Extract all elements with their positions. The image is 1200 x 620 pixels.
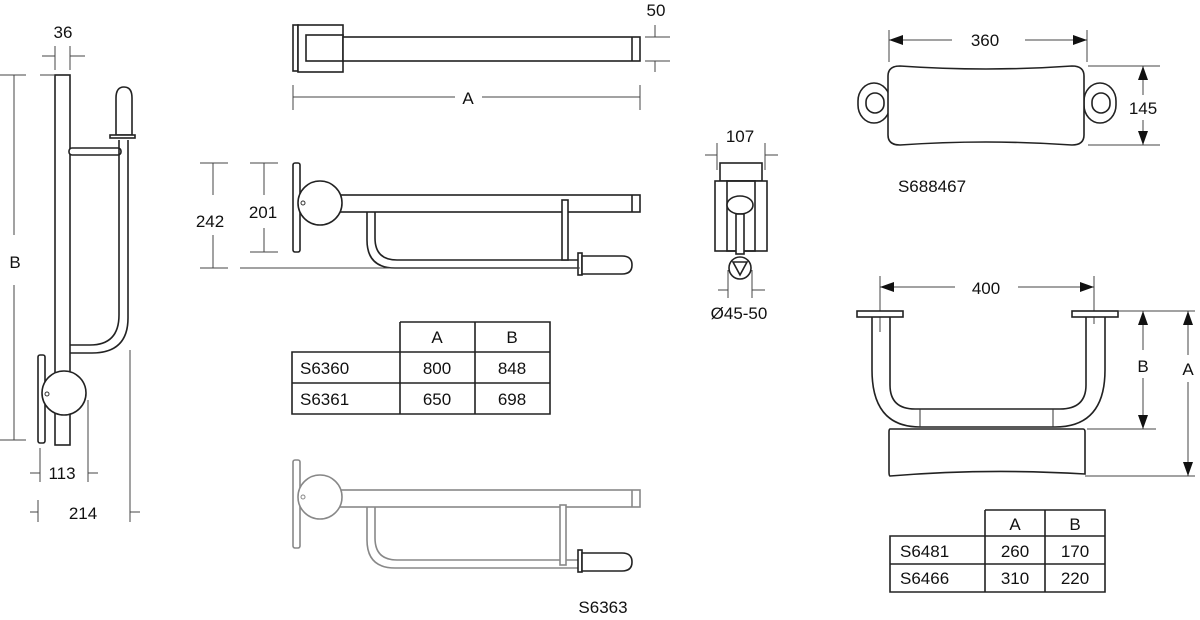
table2-row-b: 220 <box>1061 569 1089 588</box>
table1-row-model: S6361 <box>300 390 349 409</box>
dim-b-side: B <box>9 253 20 272</box>
dim-a-top: A <box>462 89 474 108</box>
dim-242: 242 <box>196 212 224 231</box>
table2-row-b: 170 <box>1061 542 1089 561</box>
u-grab-drawing <box>856 276 1195 477</box>
table1-row-a: 650 <box>423 390 451 409</box>
dim-201: 201 <box>249 203 277 222</box>
table1-header-b: B <box>506 328 517 347</box>
elevation-drawing <box>200 162 641 276</box>
table1-row-b: 698 <box>498 390 526 409</box>
dim-36: 36 <box>54 23 73 42</box>
dim-145: 145 <box>1129 99 1157 118</box>
dimension-table-s636 <box>291 321 551 415</box>
dim-400: 400 <box>972 279 1000 298</box>
dim-214: 214 <box>69 504 97 523</box>
variant-drawing <box>292 459 641 573</box>
table1-row-a: 800 <box>423 359 451 378</box>
dim-b-grab: B <box>1137 357 1148 376</box>
dim-360: 360 <box>971 31 999 50</box>
dim-diameter: Ø45-50 <box>711 304 768 323</box>
front-view-drawing <box>705 143 778 298</box>
side-view-drawing <box>0 46 140 522</box>
variant-model-label: S6363 <box>578 598 627 617</box>
table2-row-a: 260 <box>1001 542 1029 561</box>
dimension-table-s64 <box>889 509 1106 593</box>
dim-50: 50 <box>647 1 666 20</box>
table2-row-model: S6481 <box>900 542 949 561</box>
backrest-model-label: S688467 <box>898 177 966 196</box>
table2-header-a: A <box>1009 515 1021 534</box>
table2-row-model: S6466 <box>900 569 949 588</box>
backrest-drawing <box>857 30 1160 146</box>
table1-row-b: 848 <box>498 359 526 378</box>
table1-row-model: S6360 <box>300 359 349 378</box>
top-view-drawing <box>292 24 670 110</box>
dim-107: 107 <box>726 127 754 146</box>
table2-row-a: 310 <box>1001 569 1029 588</box>
dim-113: 113 <box>48 464 75 483</box>
dim-a-grab: A <box>1182 360 1194 379</box>
table2-header-b: B <box>1069 515 1080 534</box>
table1-header-a: A <box>431 328 443 347</box>
